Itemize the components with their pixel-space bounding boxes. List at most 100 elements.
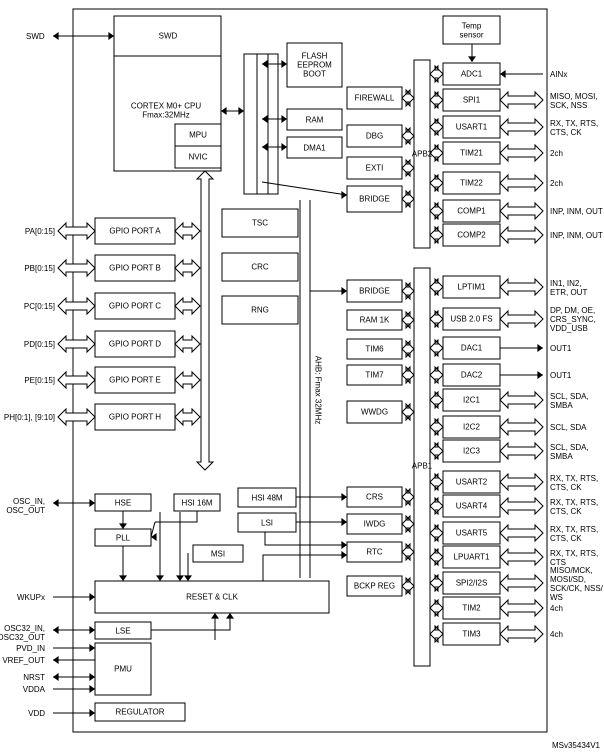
apb2-link-6 [429, 225, 444, 245]
gpio-port-4-box [94, 366, 176, 394]
apb1-i2c1-label: I2C1 [463, 395, 480, 405]
apb1-signal-10: RX, TX, RTS, [550, 548, 599, 558]
gpio-port-3-label: GPIO PORT D [108, 339, 162, 349]
wwdg-label: WWDG [360, 407, 389, 417]
apb2-link-0 [429, 64, 444, 84]
apb2-link-2 [429, 117, 444, 137]
apb1-out-6 [499, 441, 544, 461]
gpio-int-bus-5 [174, 407, 201, 427]
apb1-out-3-head [537, 371, 543, 379]
cpu-label: CORTEX M0+ CPU [130, 101, 202, 111]
osc32-in-pin: OSC32_IN, [4, 624, 45, 633]
msi-box [192, 544, 244, 563]
lsi-rtc-head [341, 541, 347, 549]
gpio-pin-1: PB[0:15] [24, 264, 55, 273]
apb2-link-4 [429, 173, 444, 193]
apb2-comp2-label: COMP2 [457, 230, 486, 240]
apb1-link-11 [429, 573, 444, 593]
gpio-bus-3 [57, 334, 96, 354]
ahb-label: AHB: Fmax 32MHz [313, 355, 323, 425]
apb1-left-link-0 [401, 281, 415, 301]
gpio-port-2-box [94, 292, 176, 320]
reset-to-rtc [262, 554, 347, 581]
gpio-bus-1 [57, 258, 96, 278]
hsi48-to-crs-head [341, 493, 347, 501]
apb1-signal-13: 4ch [550, 630, 563, 639]
vdda-head [89, 685, 95, 693]
apb2-tim22-label: TIM22 [460, 178, 483, 188]
osc32-port-head-start [53, 626, 59, 634]
vref-out-head [53, 656, 59, 664]
apb2-out-3 [499, 143, 544, 163]
ahb-tsc-label: TSC [252, 218, 268, 228]
apb1-left-link-2 [401, 339, 415, 359]
gpio-port-0-box [94, 217, 176, 245]
apb1-dac2-label: DAC2 [460, 370, 483, 380]
apb2-bus [413, 59, 431, 249]
apb2-link-3 [429, 143, 444, 163]
tim6-label: TIM6 [365, 344, 384, 354]
apb1-signal-4: SCL, SDA, [550, 391, 589, 401]
apb1-link-10 [429, 547, 444, 567]
ram-link-head-end [281, 115, 287, 123]
apb2-label: APB2 [411, 149, 433, 159]
apb1-i2c2-label: I2C2 [463, 422, 480, 432]
apb1-link-1 [429, 309, 444, 329]
apb1-tim3-label: TIM3 [462, 629, 481, 639]
gpio-int-bus-3 [174, 334, 201, 354]
apb2-signal-0: AINx [550, 70, 568, 79]
nvic-box [174, 145, 222, 169]
apb1-signal-6: SMBA [550, 451, 573, 461]
bridge-apb2-box [346, 185, 403, 213]
ram-label: RAM [305, 115, 324, 124]
apb2-adc1-label: ADC1 [460, 69, 483, 79]
apb1-label: APB1 [411, 461, 433, 471]
hsi-to-reset-head [176, 575, 184, 581]
hse-label: HSE [114, 498, 132, 507]
ahb-rng-label: RNG [251, 305, 269, 315]
ahb-to-bridge2-head [341, 191, 347, 199]
apb1-usart2-label: USART2 [455, 477, 488, 487]
temp-sensor-label: sensor [459, 30, 484, 39]
dbg-label: DBG [365, 131, 384, 141]
apb2-signal-4: 2ch [550, 179, 563, 188]
apb1-link-5 [429, 417, 444, 437]
apb1-signal-1: CRS_SYNC, [550, 315, 596, 324]
apb2-tim21-label: TIM21 [460, 148, 483, 158]
osc-out-pin: OSC_OUT [6, 506, 45, 515]
apb1-signal-11: SCK/CK, NSS/ [550, 583, 603, 593]
apb1-out-7 [499, 472, 544, 492]
gpio-port-5-box [94, 403, 176, 431]
pvd-in-head [89, 644, 95, 652]
swd-port-head-start [53, 32, 59, 40]
gpio-pin-2: PC[0:15] [23, 302, 55, 311]
ahb-rng-box [221, 295, 299, 325]
apb1-signal-12: 4ch [550, 604, 563, 613]
cpu-bus-link-head-end [238, 107, 244, 115]
gpio-pin-3: PD[0:15] [23, 340, 55, 349]
ahb-tsc-box [221, 208, 299, 238]
swd-block-label: SWD [158, 31, 178, 41]
flash-label: FLASH [301, 51, 328, 61]
bus-matrix [243, 53, 258, 195]
apb2-spi1-label: SPI1 [462, 95, 481, 105]
ahb-crc-label: CRC [251, 262, 269, 272]
ainx-in-head [500, 70, 506, 78]
msi-label: MSI [210, 549, 226, 558]
dbg-to-apb2 [401, 126, 415, 146]
apb1-signal-11: MOSI/SD, [550, 574, 587, 584]
bridge-apb1-label: BRIDGE [359, 286, 390, 296]
apb2-out-6 [499, 225, 544, 245]
temp-sensor-label: Temp [461, 21, 482, 30]
apb1-left-link-4 [401, 402, 415, 422]
apb1-out-10 [499, 547, 544, 567]
iwdg-label: IWDG [363, 519, 386, 529]
gpio-bus-4 [57, 370, 96, 390]
osc-port-head-start [53, 499, 59, 507]
apb1-signal-7: CTS, CK [550, 482, 582, 492]
wkup-in-head [89, 593, 95, 601]
pll-label: PLL [115, 533, 131, 542]
apb1-link-13 [429, 624, 444, 644]
apb1-out-0 [499, 277, 544, 297]
